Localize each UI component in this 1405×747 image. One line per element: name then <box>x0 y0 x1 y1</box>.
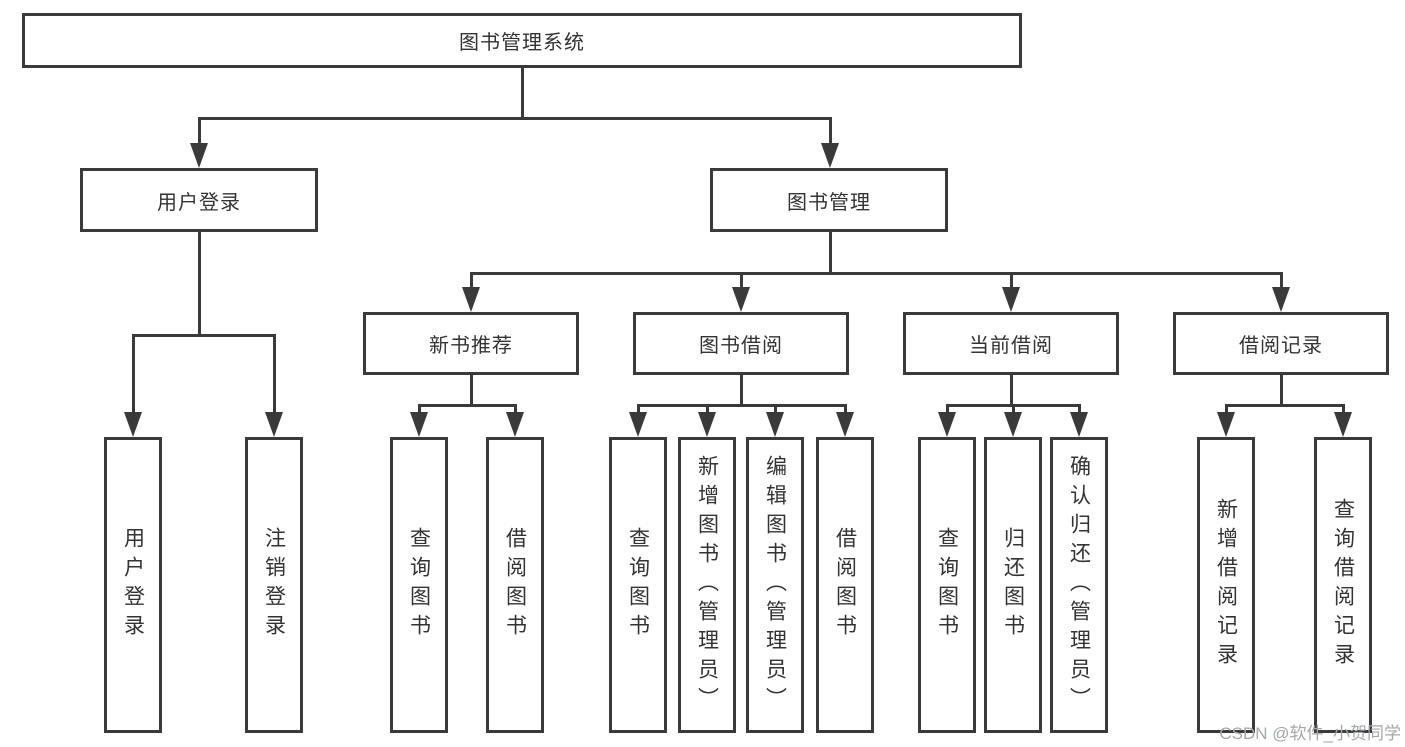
node-current-borrowing-label: 当前借阅 <box>969 335 1053 357</box>
connector-line <box>1280 272 1283 290</box>
connector-line <box>470 272 473 290</box>
leaf-label: 注销登录 <box>262 527 286 643</box>
connector-line <box>774 404 777 416</box>
connector-line <box>1225 404 1228 416</box>
connector-line <box>1225 404 1344 407</box>
leaf-add-books-admin: 新增图书（管理员） <box>678 437 736 733</box>
leaf-query-books-borrowing: 查询图书 <box>609 437 667 733</box>
connector-line <box>946 404 949 416</box>
arrow-head <box>124 412 142 437</box>
leaf-query-borrow-record: 查询借阅记录 <box>1314 437 1372 733</box>
leaf-label: 归还图书 <box>1001 527 1025 643</box>
node-current-borrowing: 当前借阅 <box>903 312 1119 375</box>
node-user-login-label: 用户登录 <box>157 191 241 214</box>
leaf-label: 新增图书（管理员） <box>695 454 719 716</box>
node-root-label: 图书管理系统 <box>459 32 585 54</box>
connector-line <box>1010 272 1013 290</box>
connector-line <box>1012 404 1015 416</box>
leaf-borrow-books-recommend: 借阅图书 <box>486 437 544 733</box>
arrow-head <box>1334 412 1352 437</box>
connector-line <box>470 375 473 407</box>
leaf-query-books-current: 查询图书 <box>918 437 976 733</box>
connector-line <box>829 232 832 275</box>
leaf-user-login: 用户登录 <box>104 437 162 733</box>
leaf-label: 确认归还（管理员） <box>1067 454 1091 716</box>
node-new-book-recommendation: 新书推荐 <box>363 312 579 375</box>
leaf-logout: 注销登录 <box>245 437 303 733</box>
leaf-label: 查询图书 <box>626 527 650 643</box>
connector-line <box>740 375 743 407</box>
connector-line <box>198 117 201 147</box>
arrow-head <box>1272 287 1290 312</box>
connector-line <box>706 404 709 416</box>
leaf-confirm-return-admin: 确认归还（管理员） <box>1050 437 1108 733</box>
leaf-label: 借阅图书 <box>503 527 527 643</box>
leaf-label: 编辑图书（管理员） <box>763 454 787 716</box>
leaf-return-books: 归还图书 <box>984 437 1042 733</box>
connector-line <box>844 404 847 416</box>
node-user-login: 用户登录 <box>80 168 318 232</box>
leaf-label: 新增借阅记录 <box>1214 498 1238 672</box>
arrow-head <box>821 143 839 168</box>
arrow-head <box>462 287 480 312</box>
arrow-head <box>629 412 647 437</box>
csdn-watermark: CSDN @软件_小贺同学 <box>1219 724 1401 743</box>
node-root: 图书管理系统 <box>22 13 1022 68</box>
leaf-label: 查询图书 <box>935 527 959 643</box>
node-borrowing-records: 借阅记录 <box>1173 312 1389 375</box>
node-book-borrowing-label: 图书借阅 <box>699 335 783 357</box>
connector-line <box>637 404 640 416</box>
leaf-edit-books-admin: 编辑图书（管理员） <box>746 437 804 733</box>
leaf-label: 查询借阅记录 <box>1331 498 1355 672</box>
node-new-book-recommendation-label: 新书推荐 <box>429 335 513 357</box>
connector-line <box>829 117 832 147</box>
arrow-head <box>1070 412 1088 437</box>
connector-line <box>198 232 201 337</box>
connector-line <box>1010 375 1013 407</box>
node-book-management: 图书管理 <box>710 168 948 232</box>
connector-line <box>1280 375 1283 407</box>
connector-line <box>470 272 1282 275</box>
connector-line <box>132 334 135 416</box>
node-borrowing-records-label: 借阅记录 <box>1239 335 1323 357</box>
arrow-head <box>506 412 524 437</box>
node-book-management-label: 图书管理 <box>787 191 871 214</box>
arrow-head <box>1217 412 1235 437</box>
connector-line <box>1342 404 1345 416</box>
arrow-head <box>766 412 784 437</box>
leaf-label: 借阅图书 <box>833 527 857 643</box>
leaf-query-books-recommend: 查询图书 <box>390 437 448 733</box>
arrow-head <box>938 412 956 437</box>
leaf-add-borrow-record: 新增借阅记录 <box>1197 437 1255 733</box>
connector-line <box>132 334 275 337</box>
leaf-label: 用户登录 <box>121 527 145 643</box>
arrow-head <box>1004 412 1022 437</box>
arrow-head <box>410 412 428 437</box>
arrow-head <box>836 412 854 437</box>
connector-line <box>198 117 832 120</box>
arrow-head <box>190 143 208 168</box>
connector-line <box>521 68 524 118</box>
node-book-borrowing: 图书借阅 <box>633 312 849 375</box>
connector-line <box>637 404 846 407</box>
arrow-head <box>1002 287 1020 312</box>
arrow-head <box>698 412 716 437</box>
arrow-head <box>265 412 283 437</box>
leaf-borrow-books: 借阅图书 <box>816 437 874 733</box>
connector-line <box>418 404 517 407</box>
connector-line <box>740 272 743 290</box>
connector-line <box>514 404 517 416</box>
connector-line <box>418 404 421 416</box>
connector-line <box>1078 404 1081 416</box>
connector-line <box>273 334 276 416</box>
leaf-label: 查询图书 <box>407 527 431 643</box>
arrow-head <box>732 287 750 312</box>
